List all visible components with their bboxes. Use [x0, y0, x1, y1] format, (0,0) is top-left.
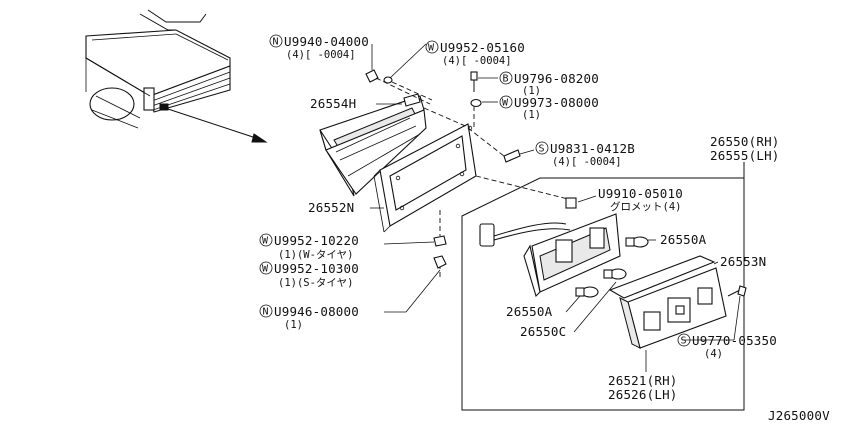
- part-number: U9910-05010: [598, 186, 683, 201]
- callout-u9952-10220: W U9952-10220 (1)(W-タイヤ): [259, 233, 359, 261]
- part-note: (1): [284, 319, 303, 331]
- bracket-26552n: [373, 123, 477, 233]
- part-note: (4)[ -0004]: [286, 49, 356, 61]
- label-26550a-bottom: 26550A: [506, 304, 553, 319]
- label-26552n: 26552N: [308, 200, 354, 215]
- part-note: (1): [522, 85, 541, 97]
- lamp-assembly-box: [461, 162, 745, 411]
- diagram-code: J265000V: [768, 408, 830, 423]
- lens-screw: [727, 285, 747, 297]
- housing-26554h: [319, 93, 427, 197]
- part-note: (1)(W-タイヤ): [278, 249, 353, 261]
- part-number: U9940-04000: [284, 34, 369, 49]
- callout-symbol: W: [262, 264, 269, 275]
- label-26526lh: 26526(LH): [608, 387, 678, 402]
- part-number: U9952-10220: [274, 233, 359, 248]
- part-number: U9831-0412B: [550, 141, 635, 156]
- callout-u9831-0412b: S U9831-0412B (4)[ -0004]: [535, 141, 635, 168]
- callout-u9940-04000: N U9940-04000 (4)[ -0004]: [269, 34, 369, 61]
- callout-u9952-10300: W U9952-10300 (1)(S-タイヤ): [259, 261, 359, 289]
- callout-symbol: N: [263, 307, 269, 318]
- part-note: (1)(S-タイヤ): [278, 277, 353, 289]
- label-26554h: 26554H: [310, 96, 356, 111]
- part-number: U9952-05160: [440, 40, 525, 55]
- callout-symbol: S: [539, 144, 545, 155]
- part-number: U9796-08200: [514, 71, 599, 86]
- label-26550a-top: 26550A: [660, 232, 707, 247]
- part-number: U9952-10300: [274, 261, 359, 276]
- callout-u9946-08000: N U9946-08000 (1): [259, 304, 359, 331]
- callout-symbol: B: [503, 74, 509, 85]
- assembly-dashed-lines: [375, 77, 573, 280]
- callout-u9796-08200: B U9796-08200 (1): [499, 71, 599, 97]
- callout-u9770-05350: S U9770-05350 (4): [677, 333, 777, 360]
- part-note: (4)[ -0004]: [442, 55, 512, 67]
- callout-u9973-08000: W U9973-08000 (1): [499, 95, 599, 121]
- label-leaders: [370, 43, 741, 372]
- part-note: (4): [704, 348, 723, 360]
- part-note: (1): [522, 109, 541, 121]
- callout-u9952-05160: W U9952-05160 (4)[ -0004]: [425, 40, 525, 67]
- part-number: U9973-08000: [514, 95, 599, 110]
- callout-symbol: N: [273, 37, 279, 48]
- label-26553n: 26553N: [720, 254, 766, 269]
- label-26550rh: 26550(RH): [710, 134, 780, 149]
- part-number: U9946-08000: [274, 304, 359, 319]
- lens-26521: [608, 255, 727, 349]
- bulbs-26550a: [575, 236, 649, 298]
- lamp-socket-harness: [479, 197, 621, 298]
- callout-symbol: W: [502, 98, 509, 109]
- callout-symbol: W: [428, 43, 435, 54]
- callout-symbol: S: [681, 336, 687, 347]
- label-26555lh: 26555(LH): [710, 148, 780, 163]
- part-note: (4)[ -0004]: [552, 156, 622, 168]
- label-26521rh: 26521(RH): [608, 373, 678, 388]
- top-fasteners: [365, 69, 521, 163]
- callout-u9910-05010: U9910-05010 グロメット(4): [598, 186, 683, 213]
- part-number: U9770-05350: [692, 333, 777, 348]
- lower-fasteners: [433, 235, 447, 269]
- label-26550c: 26550C: [520, 324, 566, 339]
- truck-rear-illustration: [85, 9, 268, 143]
- callout-symbol: W: [262, 236, 269, 247]
- part-note: グロメット(4): [610, 200, 681, 213]
